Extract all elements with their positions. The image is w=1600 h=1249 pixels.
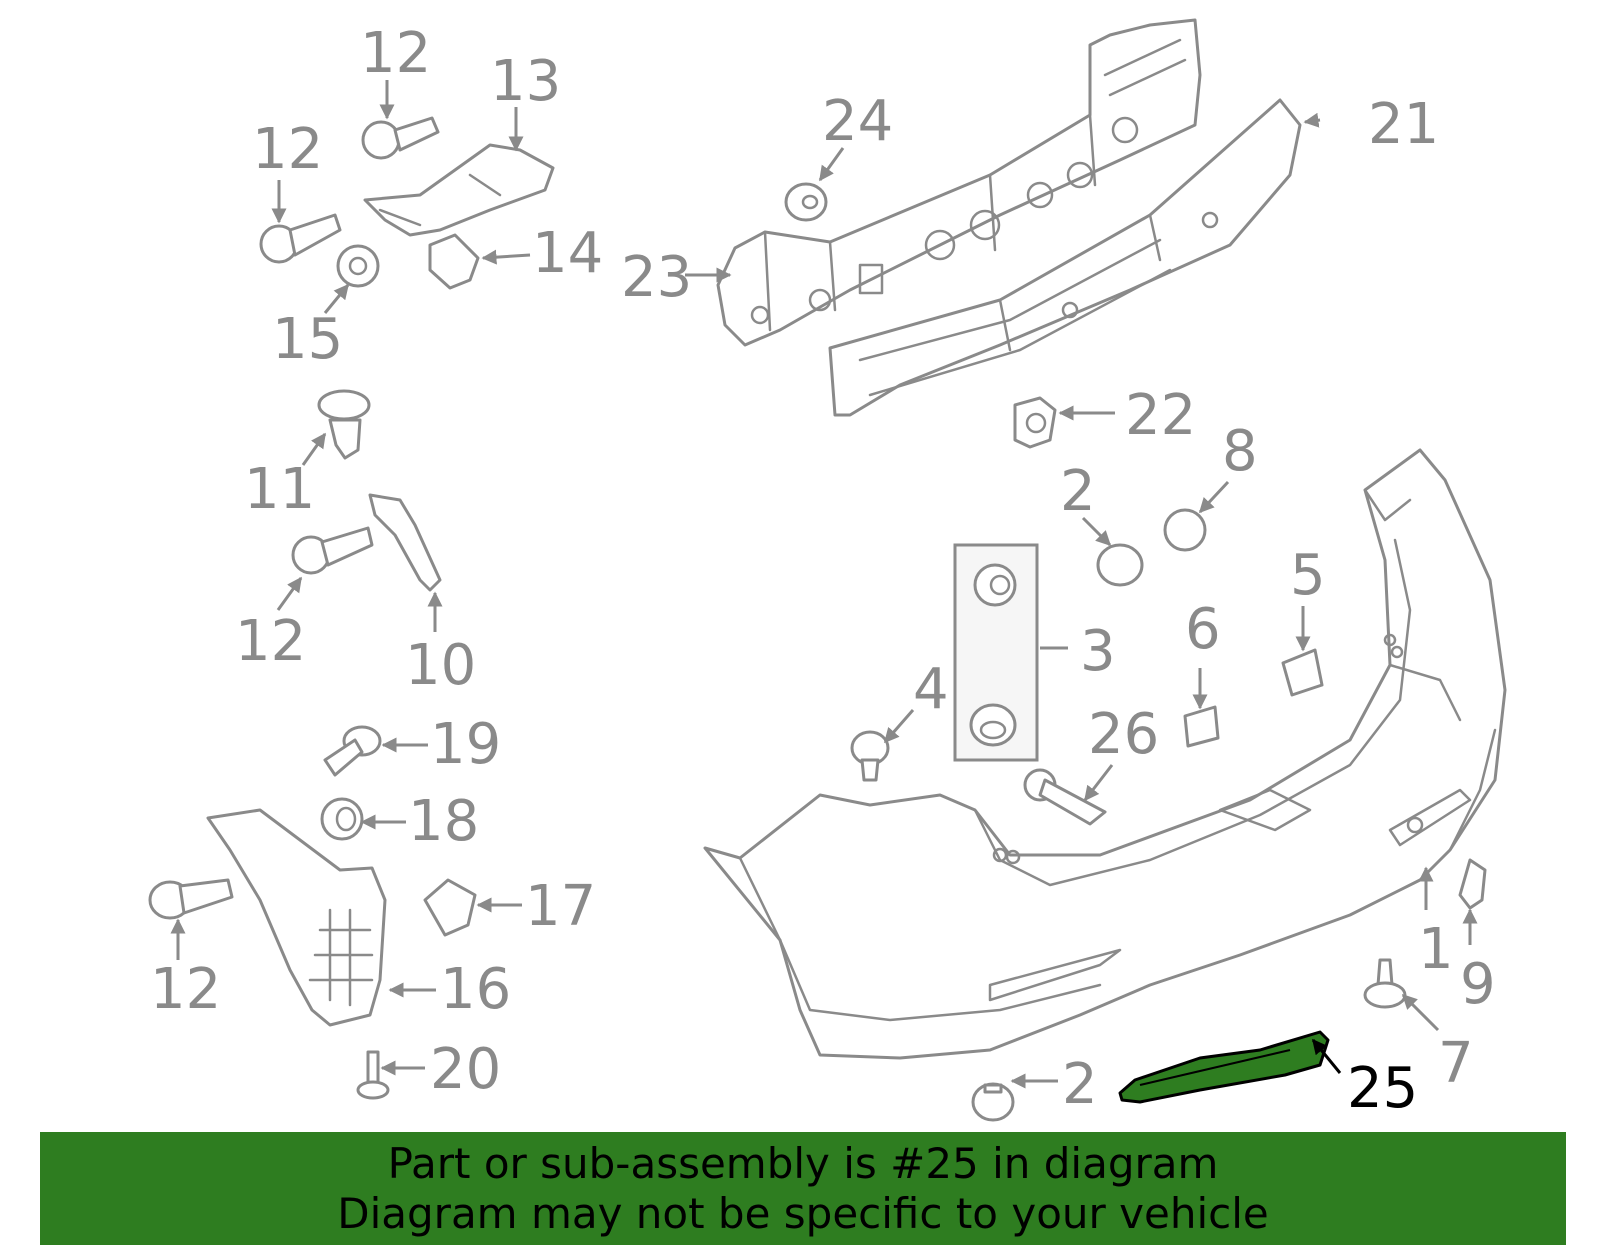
callout-7: 7 bbox=[1438, 1031, 1474, 1096]
pin-part-20 bbox=[356, 1050, 390, 1100]
callout-21: 21 bbox=[1368, 92, 1439, 157]
clip-part-4 bbox=[850, 730, 890, 782]
bolt-part-12b bbox=[259, 213, 342, 264]
plug-part-2a bbox=[1096, 543, 1144, 587]
callout-2: 2 bbox=[1062, 1052, 1098, 1117]
callout-20: 20 bbox=[430, 1037, 501, 1102]
screw-part-26 bbox=[1023, 768, 1107, 826]
callout-6: 6 bbox=[1185, 597, 1221, 662]
callout-12: 12 bbox=[235, 609, 306, 674]
callout-18: 18 bbox=[408, 789, 479, 854]
nut-part-24 bbox=[784, 182, 828, 222]
bolt-part-11 bbox=[317, 389, 371, 460]
clip-part-14 bbox=[428, 233, 480, 290]
pad-part-6 bbox=[1183, 705, 1220, 748]
cap-part-9 bbox=[1458, 858, 1487, 910]
clip-part-17 bbox=[423, 878, 477, 937]
bracket-part-5 bbox=[1281, 648, 1324, 697]
footer-part-note: Part or sub-assembly is #25 in diagram bbox=[387, 1138, 1219, 1188]
footer-disclaimer: Diagram may not be specific to your vehi… bbox=[337, 1188, 1269, 1238]
callout-15: 15 bbox=[272, 307, 343, 372]
bolt-part-12c bbox=[291, 526, 374, 575]
bolt-part-12d bbox=[148, 878, 234, 920]
reinforcement-beam-part-23 bbox=[716, 18, 1202, 347]
callout-13: 13 bbox=[490, 49, 561, 114]
callout-11: 11 bbox=[244, 457, 315, 522]
grommet-part-18 bbox=[320, 797, 364, 841]
bumper-cover-part-1 bbox=[703, 448, 1507, 1060]
bracket-part-16 bbox=[206, 808, 387, 1027]
bracket-part-10 bbox=[368, 493, 442, 592]
callout-2: 2 bbox=[1060, 459, 1096, 524]
callout-12: 12 bbox=[252, 117, 323, 182]
callout-9: 9 bbox=[1460, 952, 1496, 1017]
callout-labels: 12 13 12 14 15 11 12 10 19 18 17 12 16 2… bbox=[150, 21, 1496, 1121]
nut-part-15 bbox=[336, 244, 380, 288]
clip-part-7 bbox=[1363, 958, 1407, 1009]
bolt-part-12a bbox=[361, 116, 440, 160]
callout-24: 24 bbox=[822, 89, 893, 154]
bolt-part-19 bbox=[323, 725, 382, 777]
leader-lines bbox=[170, 80, 1478, 1089]
reflector-part-25 bbox=[1118, 1030, 1330, 1104]
callout-3: 3 bbox=[1080, 619, 1116, 684]
callout-1: 1 bbox=[1418, 917, 1454, 982]
callout-23: 23 bbox=[621, 245, 692, 310]
clip-part-22 bbox=[1013, 396, 1057, 449]
callout-26: 26 bbox=[1088, 702, 1159, 767]
callout-16: 16 bbox=[440, 957, 511, 1022]
footer-banner: Part or sub-assembly is #25 in diagram D… bbox=[40, 1132, 1566, 1245]
clip-kit-part-3 bbox=[953, 543, 1039, 762]
absorber-part-21 bbox=[828, 98, 1302, 417]
callout-22: 22 bbox=[1125, 383, 1196, 448]
callout-5: 5 bbox=[1290, 543, 1326, 608]
callout-25-highlighted: 25 bbox=[1347, 1056, 1418, 1121]
bracket-part-13 bbox=[363, 143, 555, 237]
callout-10: 10 bbox=[405, 633, 476, 698]
callout-8: 8 bbox=[1222, 419, 1258, 484]
plug-part-8 bbox=[1163, 508, 1207, 552]
callout-12: 12 bbox=[360, 21, 431, 86]
callout-12: 12 bbox=[150, 957, 221, 1022]
callout-14: 14 bbox=[532, 221, 603, 286]
callout-19: 19 bbox=[430, 712, 501, 777]
callout-17: 17 bbox=[525, 874, 596, 939]
plug-part-2b bbox=[971, 1082, 1015, 1122]
callout-4: 4 bbox=[913, 657, 949, 722]
